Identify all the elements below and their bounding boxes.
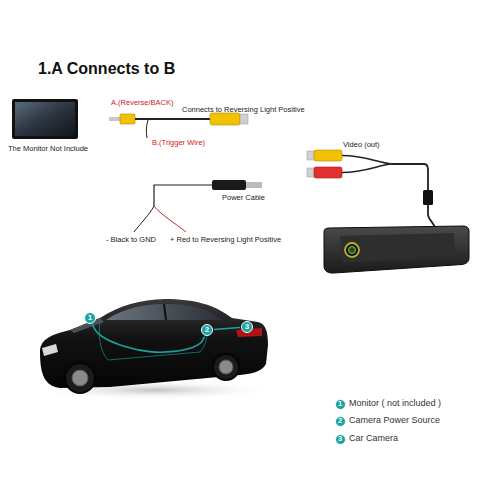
- callout-number: 3: [245, 323, 249, 331]
- wiring-label: Connects to Reversing Light Positive: [182, 106, 305, 115]
- callout-number: 1: [88, 314, 92, 322]
- wiring-label: The Monitor Not Include: [8, 145, 88, 154]
- camera-lens: [349, 247, 356, 254]
- rear-rim: [219, 360, 233, 374]
- dc-plug-tip: [246, 182, 262, 188]
- camera-wire-route: [214, 328, 240, 330]
- camera-housing: [324, 226, 469, 273]
- wiring-label: Power Cable: [222, 194, 265, 203]
- monitor-screen: [15, 102, 75, 136]
- callout-circle: 1: [335, 399, 346, 410]
- car-pillar: [164, 304, 166, 320]
- cable: [135, 118, 211, 120]
- wiring-label: B.(Trigger Wire): [152, 139, 205, 148]
- rca-socket-ring: [240, 114, 248, 124]
- car-body: [40, 299, 268, 388]
- wiring-label: - Black to GND: [106, 236, 156, 245]
- head-light: [42, 344, 58, 356]
- ground-wire: [134, 206, 154, 232]
- wiring-label: A.(Reverse/BACK): [111, 99, 174, 108]
- monitor-bezel: [12, 99, 78, 139]
- rca-pin: [109, 117, 121, 121]
- front-wheel: [65, 363, 95, 393]
- rear-wheel: [213, 354, 239, 380]
- camera-illustration: [324, 226, 469, 273]
- wiring-label: Car Camera: [349, 433, 398, 443]
- car-illustration: [30, 299, 280, 400]
- callout-number: 1: [338, 400, 342, 408]
- monitor-illustration: [12, 99, 78, 139]
- callout-circle: 3: [241, 321, 253, 333]
- cable: [342, 164, 392, 173]
- callout-number: 3: [338, 435, 342, 443]
- power-wire: [154, 185, 212, 206]
- filter-box: [423, 190, 433, 205]
- wire-route-outline: [99, 322, 207, 360]
- wiring-label: Monitor ( not included ): [349, 398, 441, 408]
- rca-plug-yellow: [120, 114, 135, 124]
- car-windows: [106, 304, 222, 320]
- callout-circle: 2: [335, 416, 346, 427]
- cable: [392, 164, 428, 191]
- wiring-label: Camera Power Source: [349, 415, 440, 425]
- reverse-cable: [109, 113, 248, 138]
- callout-number: 2: [205, 326, 209, 334]
- camera-cable: [307, 150, 436, 230]
- cable: [342, 156, 392, 165]
- dc-plug-body: [212, 180, 246, 190]
- trigger-wire: [146, 120, 148, 138]
- wiring-label: + Red to Reversing Light Positive: [170, 236, 281, 245]
- video-socket-yellow: [314, 150, 342, 161]
- wiring-label: Video (out): [343, 141, 380, 150]
- diagram-title: 1.A Connects to B: [38, 60, 175, 78]
- callout-number: 2: [338, 417, 342, 425]
- callout-circle: 1: [84, 312, 96, 324]
- power-socket-red: [314, 167, 342, 178]
- callout-circle: 2: [201, 324, 213, 336]
- camera-wire-route: [93, 324, 205, 352]
- camera-handle-recess: [340, 233, 455, 263]
- callout-circle: 3: [335, 434, 346, 445]
- camera-lens-ring: [345, 243, 359, 257]
- rca-socket-yellow: [210, 113, 240, 125]
- power-cable: [134, 180, 262, 232]
- front-rim: [72, 370, 88, 386]
- positive-wire: [154, 206, 186, 232]
